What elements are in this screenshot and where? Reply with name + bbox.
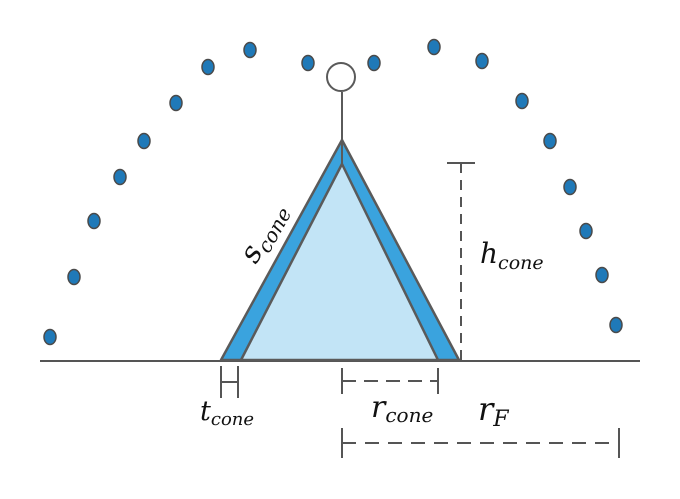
label-r-f-sub: F bbox=[492, 407, 509, 432]
arc-dot bbox=[579, 222, 593, 240]
label-r-f: rF bbox=[478, 390, 509, 432]
label-r-f-main: r bbox=[478, 390, 495, 428]
arc-dot bbox=[137, 132, 151, 150]
arc-dot bbox=[43, 328, 57, 346]
dot-arc bbox=[43, 38, 623, 346]
label-r-cone-sub: cone bbox=[385, 403, 433, 427]
apex-circle bbox=[326, 62, 356, 92]
arc-dot bbox=[367, 54, 381, 72]
arc-dot bbox=[201, 58, 215, 76]
label-r-cone-main: r bbox=[371, 390, 387, 425]
arc-dot bbox=[113, 168, 127, 186]
arc-dot bbox=[169, 94, 183, 112]
arc-dot bbox=[543, 132, 557, 150]
arc-dot bbox=[609, 316, 623, 334]
label-h-cone: hcone bbox=[480, 237, 544, 274]
arc-dot bbox=[67, 268, 81, 286]
arc-dot bbox=[427, 38, 441, 56]
label-t-cone-sub: cone bbox=[211, 409, 254, 430]
arc-dot bbox=[595, 266, 609, 284]
label-h-cone-main: h bbox=[480, 237, 498, 270]
arc-dot bbox=[515, 92, 529, 110]
arc-dot bbox=[243, 41, 257, 59]
arc-dot bbox=[301, 54, 315, 72]
arc-dot bbox=[563, 178, 577, 196]
arc-dot bbox=[475, 52, 489, 70]
label-t-cone: tcone bbox=[200, 396, 254, 430]
cone-interior bbox=[239, 162, 440, 362]
arc-dot bbox=[87, 212, 101, 230]
label-t-cone-main: t bbox=[200, 396, 211, 427]
label-h-cone-sub: cone bbox=[498, 252, 544, 274]
label-r-cone: rcone bbox=[371, 390, 433, 427]
